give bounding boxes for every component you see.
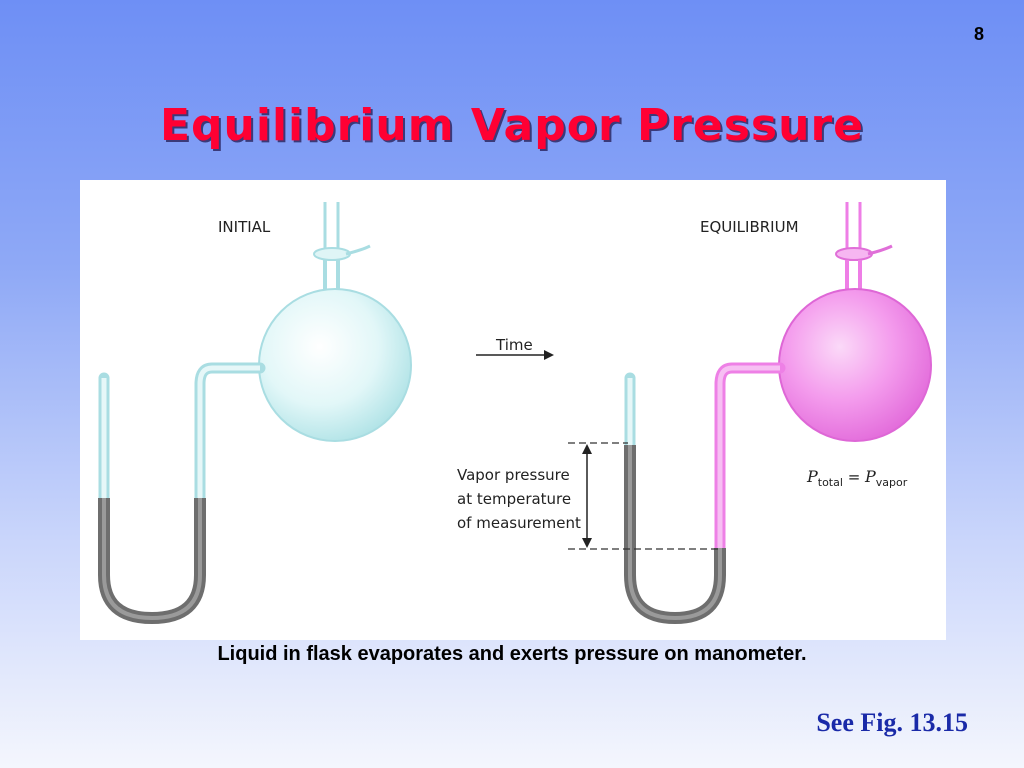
time-arrow [476, 350, 554, 360]
slide-number: 8 [973, 24, 984, 44]
equilibrium-flask [778, 288, 932, 442]
figure-reference: See Fig. 13.15 [816, 708, 968, 737]
vapor-pressure-diagram: INITIAL Time EQUILIBRIUM [98, 202, 932, 625]
diagram-panel: INITIAL Time EQUILIBRIUM [80, 180, 946, 640]
caption: Liquid in flask evaporates and exerts pr… [217, 643, 807, 665]
equilibrium-mercury [624, 445, 726, 625]
slide-title: Equilibrium Vapor Pressure [159, 100, 864, 151]
equation-label: Ptotal = Pvapor [806, 467, 908, 489]
initial-mercury [98, 498, 206, 625]
pressure-measurement [568, 442, 718, 550]
initial-flask [258, 288, 412, 442]
vapor-pressure-line-3: of measurement [457, 514, 581, 532]
vapor-pressure-line-2: at temperature [457, 490, 571, 508]
equilibrium-label: EQUILIBRIUM [700, 218, 799, 236]
vapor-pressure-line-1: Vapor pressure [457, 466, 570, 484]
time-label: Time [495, 336, 533, 354]
equilibrium-apparatus [624, 202, 932, 625]
initial-apparatus [98, 202, 412, 625]
initial-label: INITIAL [218, 218, 271, 236]
